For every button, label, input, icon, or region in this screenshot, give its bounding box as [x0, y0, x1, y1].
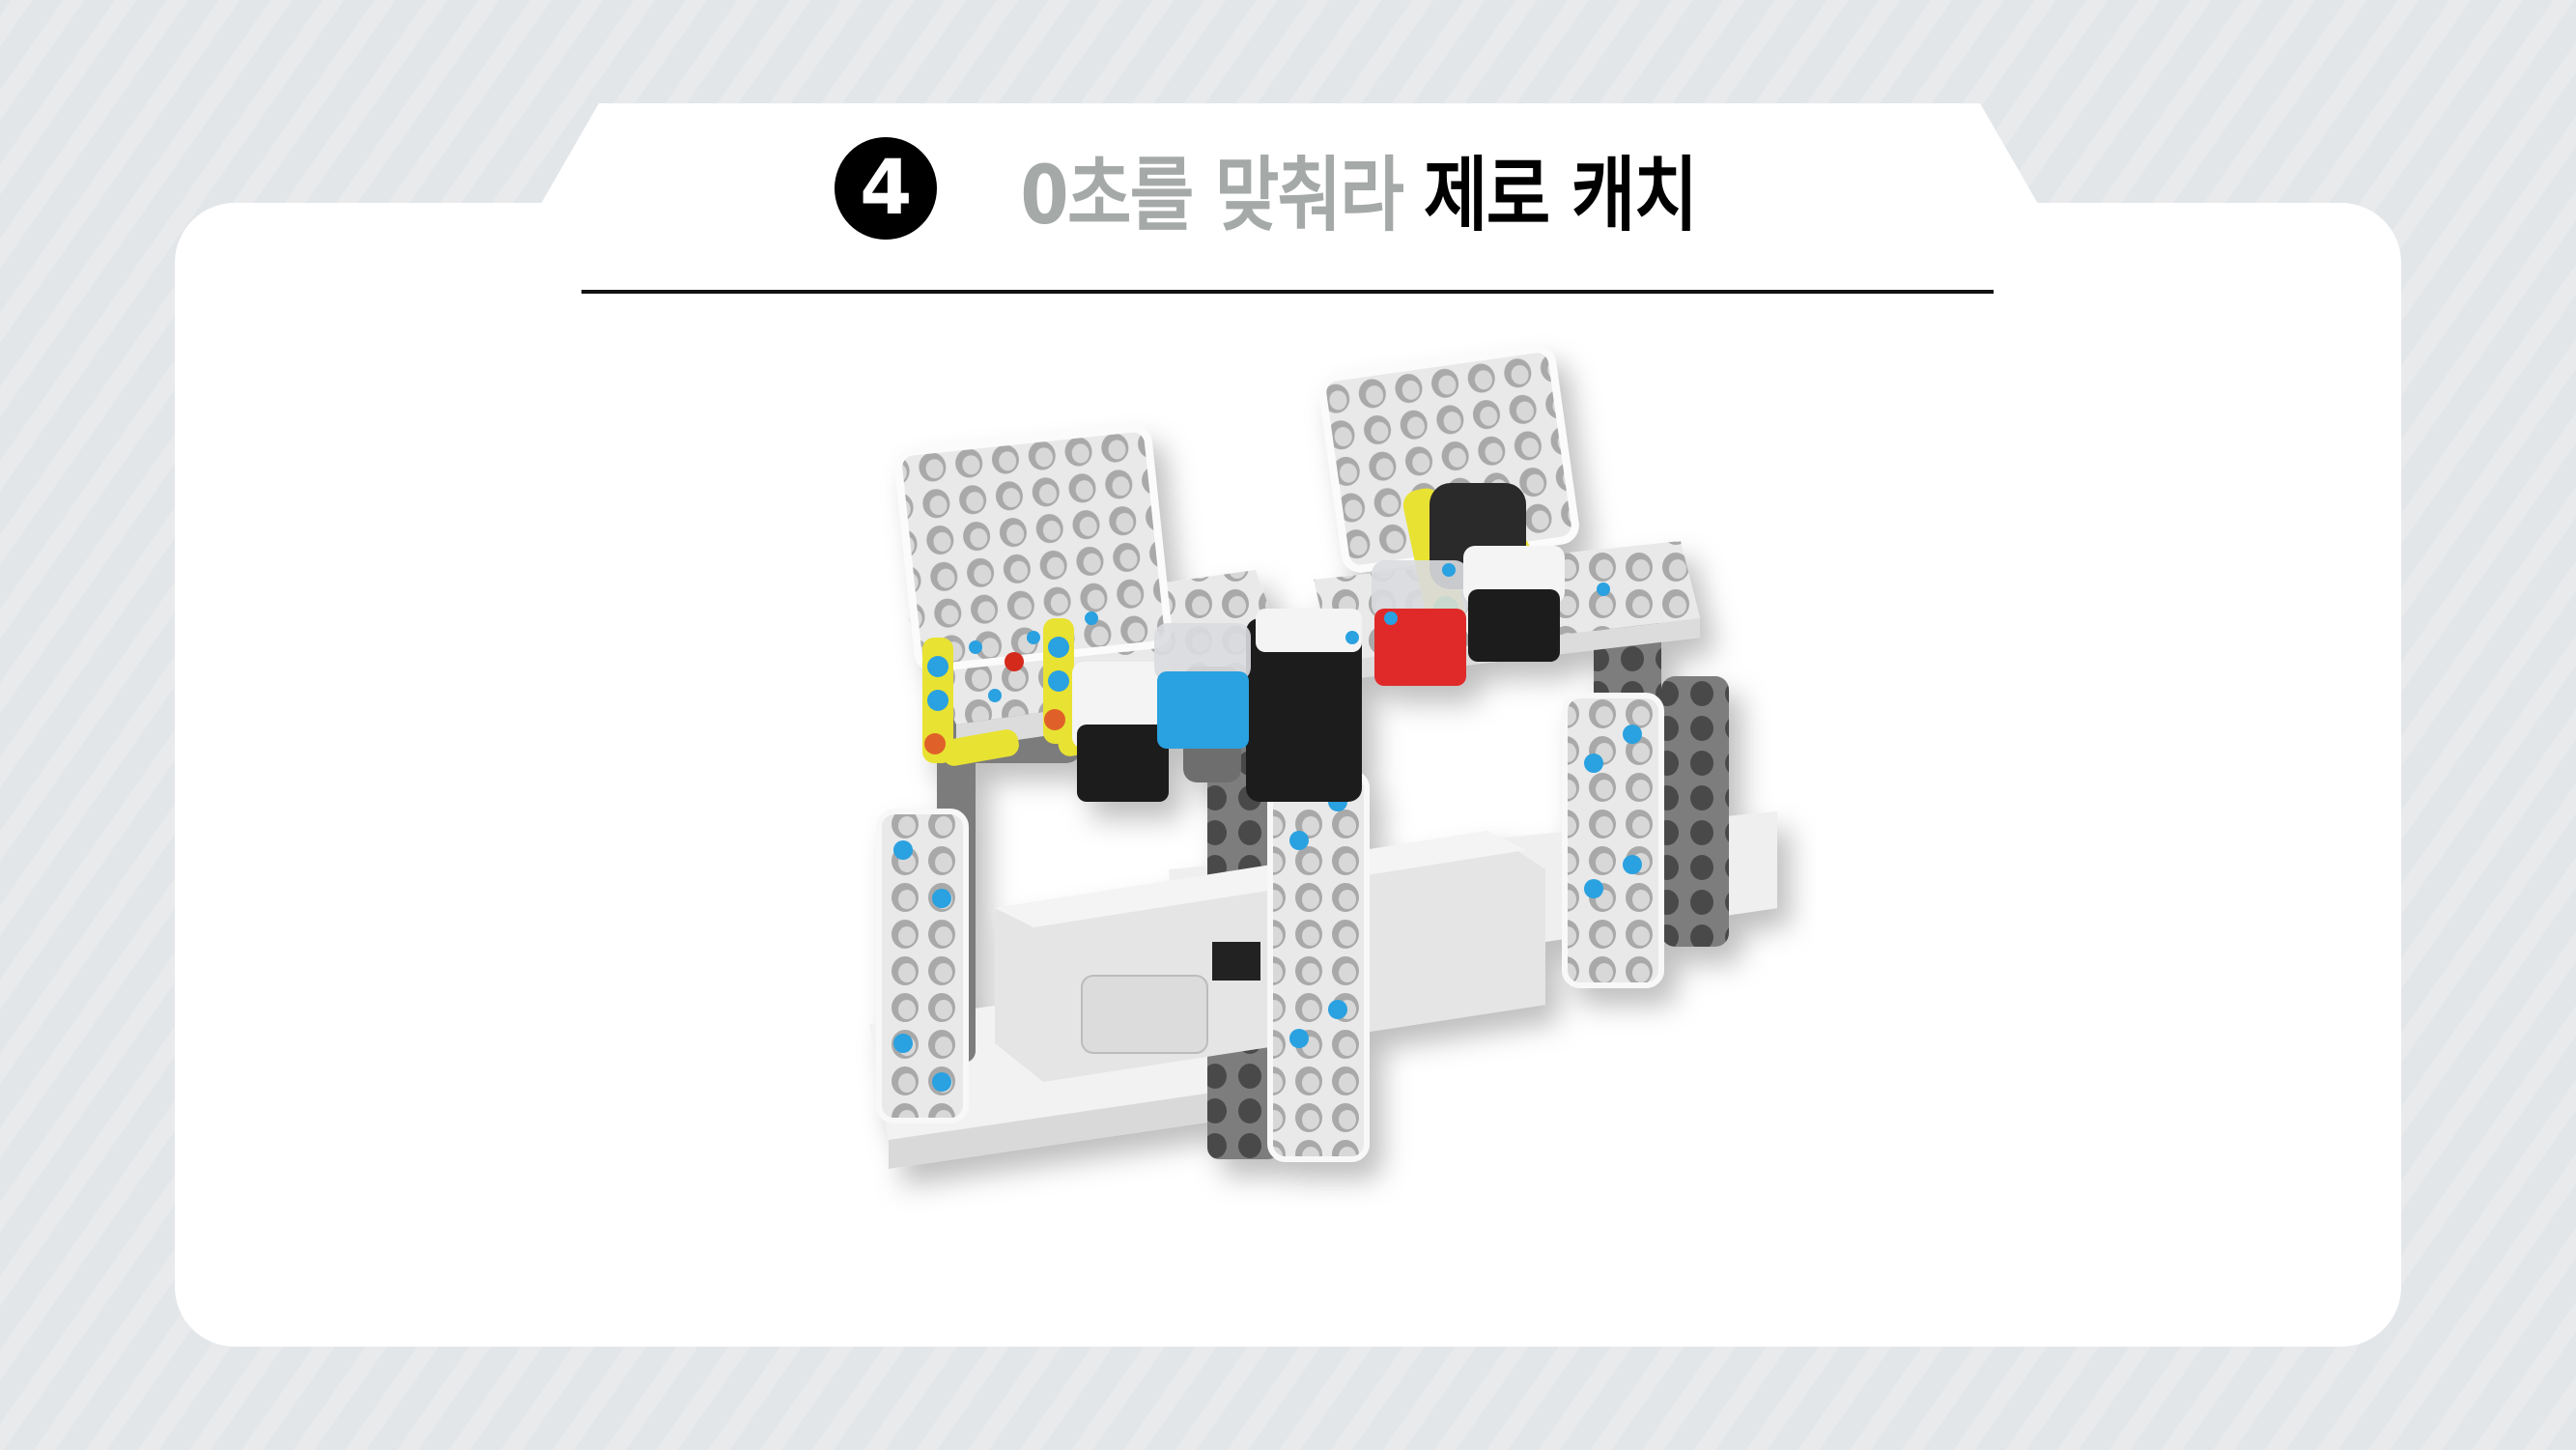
page-title: 4 0초를 맞춰라 제로 캐치	[0, 135, 2576, 242]
step-number-badge: 4	[835, 137, 938, 240]
title-main: 제로 캐치	[1424, 147, 1698, 242]
title-tab	[541, 103, 2038, 210]
title-divider	[581, 290, 1994, 294]
robot-illustration	[850, 328, 1816, 1333]
title-subtitle: 0초를 맞춰라	[1020, 147, 1404, 242]
